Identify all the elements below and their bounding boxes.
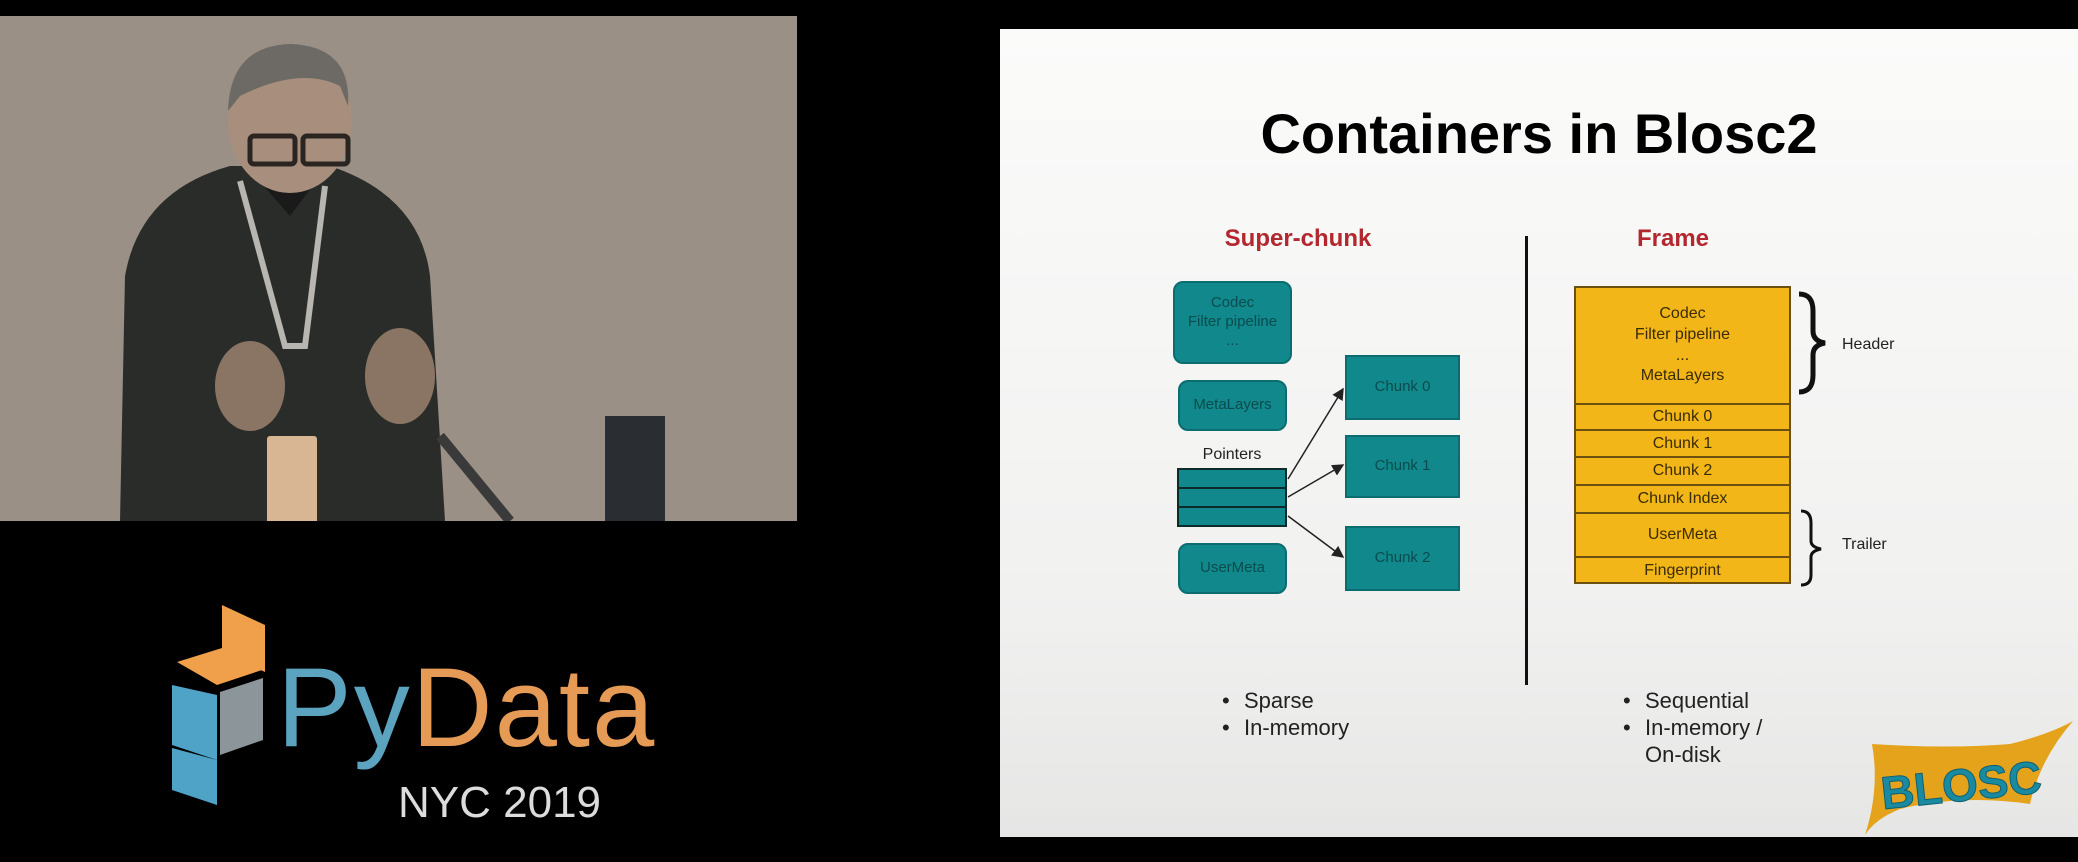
pointer-arrows [1287, 387, 1345, 558]
frame-heading: Frame [1636, 225, 1710, 252]
bullet-item: Sparse [1222, 687, 1349, 714]
metalayers-label: MetaLayers [1193, 396, 1272, 414]
superchunk-heading: Super-chunk [1224, 225, 1372, 252]
bullet-item: In-memory / [1623, 714, 1762, 741]
bullet-item: Sequential [1623, 687, 1762, 714]
superchunk-metalayers-box: MetaLayers [1178, 380, 1287, 431]
trailer-label: Trailer [1842, 536, 1887, 553]
pydata-cubes-icon [172, 605, 265, 805]
superchunk-chunk-2: Chunk 2 [1345, 526, 1460, 591]
pydata-wordmark: PyData [277, 652, 656, 764]
metalayers-label: MetaLayers [1640, 367, 1725, 385]
header-brace-icon [1798, 291, 1826, 395]
blosc-logo: BLOSC [1865, 721, 2073, 835]
usermeta-label: UserMeta [1199, 559, 1266, 577]
pointers-label: Pointers [1202, 446, 1262, 463]
event-subtitle: NYC 2019 [398, 778, 602, 827]
header-label: Header [1842, 336, 1895, 353]
speaker-image [0, 16, 797, 521]
frame-bullets: Sequential In-memory / On-disk [1623, 687, 1762, 768]
data-text: Data [411, 645, 657, 770]
chunk-label: Chunk 1 [1374, 457, 1431, 475]
filter-pipeline-label: Filter pipeline [1634, 325, 1731, 343]
arrow-to-chunk-0 [1287, 387, 1344, 480]
superchunk-chunk-0: Chunk 0 [1345, 355, 1460, 420]
filter-pipeline-label: Filter pipeline [1187, 313, 1278, 331]
pydata-logo: PyData NYC 2019 [165, 600, 685, 830]
frame-structure: Codec Filter pipeline ... MetaLayers Chu… [1574, 286, 1791, 584]
arrow-to-chunk-2 [1287, 515, 1345, 558]
trailer-brace-icon [1800, 509, 1822, 587]
superchunk-bullets: Sparse In-memory [1222, 687, 1349, 741]
superchunk-usermeta-box: UserMeta [1178, 543, 1287, 594]
superchunk-codec-box: Codec Filter pipeline ... [1173, 281, 1292, 364]
column-divider [1525, 236, 1528, 685]
codec-label: Codec [1659, 304, 1706, 322]
brace-icons [1798, 291, 1826, 587]
chunk-label: Chunk 2 [1374, 549, 1431, 567]
frame-row: Chunk Index [1576, 484, 1789, 512]
py-text: Py [277, 645, 412, 770]
arrow-to-chunk-1 [1287, 464, 1345, 498]
bullet-item: In-memory [1222, 714, 1349, 741]
bullet-continuation: On-disk [1645, 742, 1721, 767]
pointers-table [1177, 468, 1287, 527]
slide-title: Containers in Blosc2 [1260, 102, 1818, 165]
speaker-video-feed [0, 16, 797, 521]
ellipsis-label: ... [1226, 331, 1239, 349]
frame-row: UserMeta [1576, 512, 1789, 556]
frame-row: Chunk 0 [1576, 403, 1789, 429]
frame-header-row: Codec Filter pipeline ... MetaLayers [1576, 288, 1789, 403]
frame-row: Chunk 2 [1576, 456, 1789, 484]
superchunk-chunk-1: Chunk 1 [1345, 435, 1460, 498]
presentation-slide: Containers in Blosc2 Super-chunk Frame C… [1000, 29, 2078, 837]
frame-row: Chunk 1 [1576, 429, 1789, 456]
chunk-label: Chunk 0 [1374, 378, 1431, 396]
ellipsis-label: ... [1675, 346, 1690, 364]
codec-label: Codec [1210, 294, 1255, 312]
frame-row: Fingerprint [1576, 556, 1789, 584]
